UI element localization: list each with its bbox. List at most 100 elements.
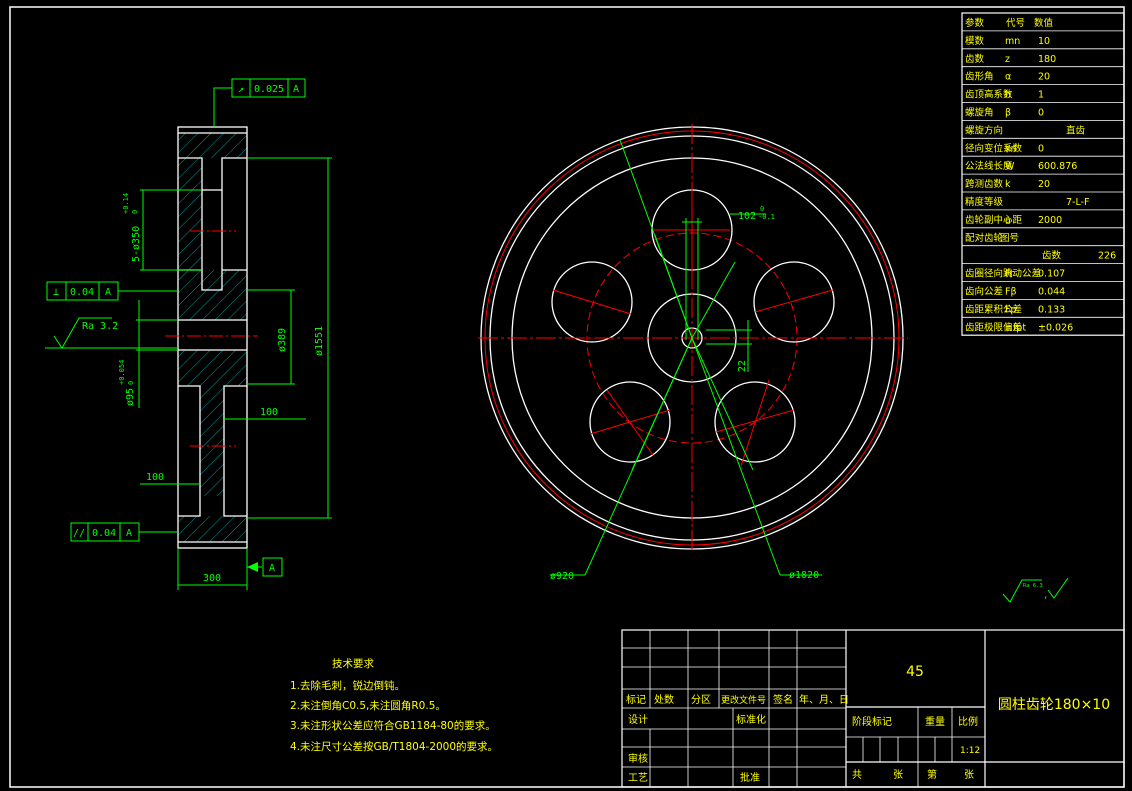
review-label: 审核 [628, 752, 648, 765]
param-cell-r12-c0: 配对齿轮 [965, 232, 1004, 244]
design-label: 设计 [628, 713, 648, 726]
tol-perp-value: 0.04 [70, 287, 94, 298]
roughness-label: Ra 3.2 [82, 321, 118, 332]
tech-req-item-3: 3.未注形状公差应符合GB1184-80的要求。 [290, 719, 496, 732]
param-cell-r5-c0: 螺旋角 [965, 107, 994, 119]
tech-req-item-2: 2.未注倒角C0.5,未注圆角R0.5。 [290, 699, 446, 712]
param-cell-r10-c0: 精度等级 [965, 196, 1004, 208]
param-cell-r11-c0: 齿轮副中心距 [965, 214, 1023, 226]
param-cell-r15-c0: 齿向公差 [965, 286, 1003, 298]
tech-req-title: 技术要求 [332, 657, 374, 670]
param-cell-r8-c1: W [1005, 161, 1015, 172]
param-cell-r9-c2: 20 [1038, 179, 1050, 190]
param-cell-r16-c0: 齿距累积公差 [965, 303, 1022, 315]
param-cell-r7-c2: 0 [1038, 143, 1044, 154]
param-cell-r14-c1: Fr [1005, 269, 1014, 280]
dim-bore: ø95 [125, 388, 136, 406]
dim-tip: ø1820 [789, 570, 819, 581]
dim-bore-tol-lo: 0 [127, 381, 135, 385]
param-cell-r17-c1: ±fpt [1005, 322, 1026, 333]
param-cell-r5-c2: 0 [1038, 108, 1044, 119]
tech-req-item-1: 1.去除毛刺，锐边倒钝。 [290, 679, 405, 692]
title-block: 标记 处数 分区 更改文件号 签名 年、月、日 设计 标准化 审核 工艺 批准 … [621, 629, 1125, 788]
side-section-view: ↗ 0.025 A ⊥ 0.04 A // 0.04 A A Ra 3.2 5-… [45, 78, 332, 590]
tol-par-value: 0.04 [92, 528, 116, 539]
param-cell-r1-c2: 10 [1038, 36, 1050, 47]
sheet-border [9, 6, 1125, 788]
dim-pcd: ø920 [550, 571, 574, 582]
tol-par-datum: A [126, 528, 132, 539]
weight-label: 重量 [925, 715, 945, 728]
param-cell-r15-c2: 0.044 [1038, 287, 1065, 298]
tol-perp-symbol: ⊥ [53, 287, 59, 298]
stage-mark-label: 阶段标记 [852, 715, 892, 728]
param-cell-r4-c1: h [1005, 90, 1011, 101]
rev-header-docno: 更改文件号 [721, 694, 766, 706]
standardize-label: 标准化 [736, 713, 766, 726]
rev-header-mark: 标记 [626, 694, 646, 706]
param-cell-r11-c1: a [1005, 215, 1011, 226]
param-cell-r9-c0: 跨测齿数 [965, 178, 1004, 190]
param-cell-r7-c1: xn [1005, 143, 1017, 154]
part-name: 圆柱齿轮180×10 [998, 697, 1110, 713]
param-cell-r13-c2: 226 [1098, 251, 1116, 262]
param-cell-r0-c0: 参数 [965, 17, 985, 29]
front-view: 102 0 -0.1 22 ø920 ø1820 [478, 124, 908, 582]
tol-top-value: 0.025 [254, 84, 284, 95]
param-cell-r14-c2: 0.107 [1038, 269, 1065, 280]
param-cell-r9-c1: k [1005, 179, 1011, 190]
param-cell-r2-c1: z [1005, 54, 1010, 65]
dim-holes-tol-lo: 0 [131, 210, 139, 214]
roughness-corner-label: Ra 6.3 [1023, 583, 1043, 589]
dim-bore-tol-up: +0.054 [118, 360, 126, 385]
technical-requirements: 技术要求 1.去除毛刺，锐边倒钝。 2.未注倒角C0.5,未注圆角R0.5。 3… [290, 657, 498, 753]
rev-header-places: 处数 [654, 693, 674, 706]
param-cell-r3-c0: 齿形角 [965, 71, 994, 83]
roughness-corner-comma: , [1043, 591, 1048, 601]
rev-header-date: 年、月、日 [799, 693, 849, 706]
sheet-no-label: 第 [927, 768, 937, 781]
param-cell-r6-c2: 直齿 [1066, 124, 1086, 136]
tol-par-symbol: // [73, 528, 85, 539]
tol-top-symbol: ↗ [238, 84, 244, 95]
param-cell-r7-c0: 径向变位系数 [965, 142, 1023, 154]
param-cell-r2-c2: 180 [1038, 54, 1056, 65]
param-cell-r13-c1: 齿数 [1042, 250, 1062, 262]
param-cell-r5-c1: β [1005, 108, 1011, 119]
dim-keyway: 102 [738, 211, 756, 222]
param-cell-r10-c2: 7-L-F [1066, 197, 1090, 208]
param-cell-r4-c2: 1 [1038, 90, 1044, 101]
dim-holes-tol-up: +0.14 [122, 193, 130, 214]
scale-label: 比例 [958, 715, 978, 728]
tol-top-datum: A [293, 84, 299, 95]
param-cell-r16-c1: Fp [1005, 304, 1017, 315]
param-cell-r17-c2: ±0.026 [1038, 322, 1073, 333]
dim-web-right: 100 [260, 407, 278, 418]
param-cell-r17-c0: 齿距极限偏差 [965, 321, 1022, 333]
dim-key-depth: 22 [737, 360, 748, 372]
dim-outer: ø1551 [314, 326, 325, 356]
param-cell-r8-c2: 600.876 [1038, 161, 1077, 172]
rev-header-sign: 签名 [773, 693, 793, 706]
approve-label: 批准 [740, 771, 760, 784]
rev-header-zone: 分区 [691, 694, 711, 706]
dim-width: 300 [203, 573, 221, 584]
dim-web-left: 100 [146, 472, 164, 483]
roughness-corner-symbol [1002, 577, 1069, 603]
param-cell-r14-c0: 齿圈径向跳动公差 [965, 268, 1041, 280]
param-cell-r1-c0: 模数 [965, 35, 985, 47]
param-cell-r15-c1: Fβ [1005, 287, 1017, 298]
param-cell-r11-c2: 2000 [1038, 215, 1062, 226]
material-value: 45 [906, 664, 924, 680]
sheets-total-label: 共 [852, 769, 862, 781]
param-cell-r4-c0: 齿顶高系数 [965, 89, 1013, 101]
param-cell-r3-c2: 20 [1038, 72, 1050, 83]
param-cell-r1-c1: mn [1005, 36, 1020, 47]
sheets-unit-1: 张 [893, 769, 903, 781]
param-cell-r6-c0: 螺旋方向 [965, 124, 1003, 136]
param-cell-r3-c1: α [1005, 72, 1011, 83]
tol-perp-datum: A [105, 287, 111, 298]
dim-hub: ø389 [277, 328, 288, 352]
